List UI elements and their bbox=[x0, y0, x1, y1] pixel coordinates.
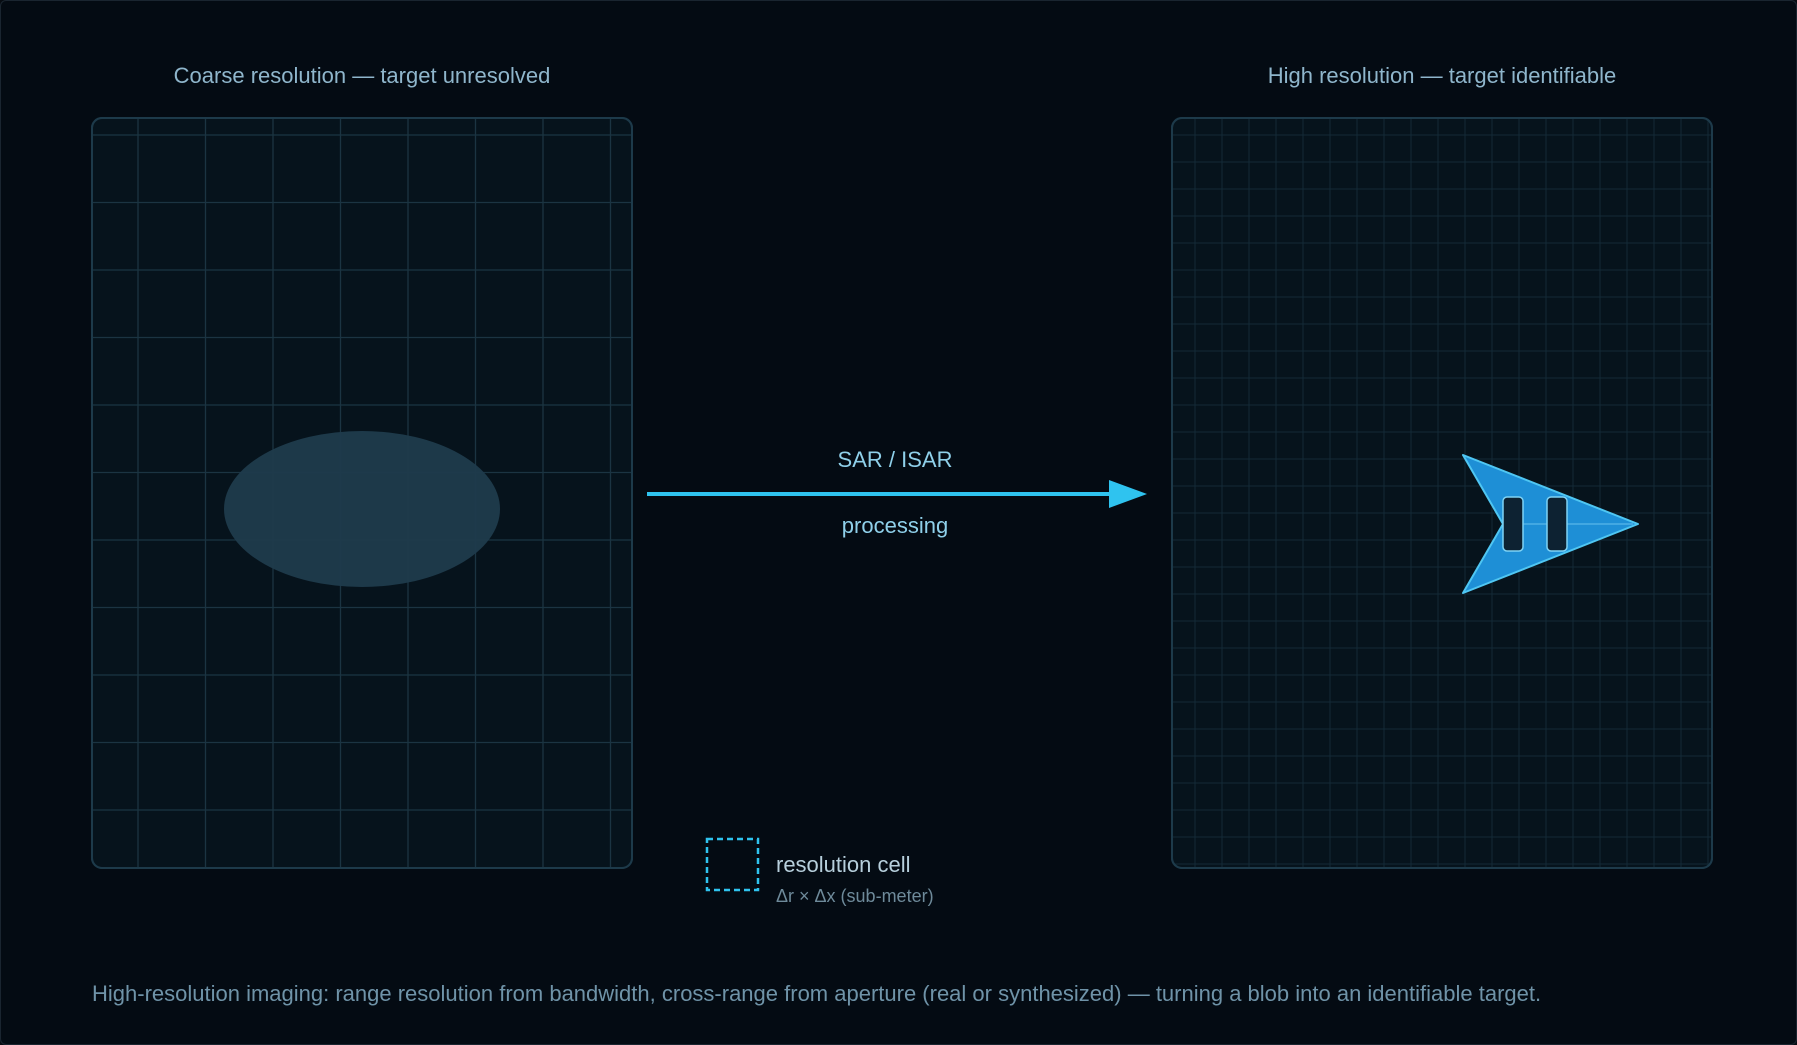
left-panel-title: Coarse resolution — target unresolved bbox=[174, 63, 551, 88]
identifiable-target bbox=[1462, 454, 1639, 594]
high-resolution-panel bbox=[1171, 117, 1713, 869]
right-panel-title: High resolution — target identifiable bbox=[1268, 63, 1617, 88]
caption: High-resolution imaging: range resolutio… bbox=[92, 981, 1541, 1006]
coarse-resolution-panel bbox=[91, 117, 633, 869]
target-feature-2 bbox=[1546, 496, 1568, 552]
target-feature-1 bbox=[1502, 496, 1524, 552]
legend-title: resolution cell bbox=[776, 852, 911, 877]
legend: resolution cell Δr × Δx (sub-meter) bbox=[705, 837, 934, 906]
resolution-cell-swatch bbox=[705, 837, 760, 892]
arrow-head bbox=[1109, 480, 1147, 508]
arrow-label-top: SAR / ISAR bbox=[838, 447, 953, 472]
arrow-label-bottom: processing bbox=[842, 513, 948, 538]
legend-subtitle: Δr × Δx (sub-meter) bbox=[776, 886, 934, 906]
unresolved-target-blob bbox=[224, 431, 500, 587]
processing-arrow bbox=[647, 480, 1147, 508]
